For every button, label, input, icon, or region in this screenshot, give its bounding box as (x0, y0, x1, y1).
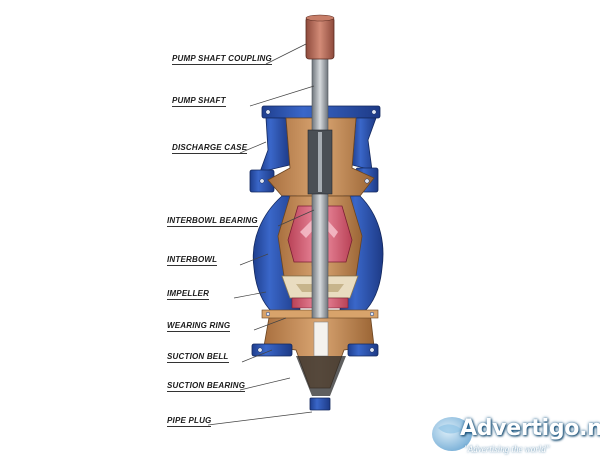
label-interbowl-bearing: INTERBOWL BEARING (167, 216, 258, 227)
coupling-top (305, 14, 335, 22)
flange-bolts (257, 109, 377, 353)
watermark-brand: Advertigo.net (460, 416, 600, 441)
watermark: Advertigo.net "Advertising the world" (430, 414, 600, 458)
label-suction-bell: SUCTION BELL (167, 352, 229, 363)
label-pump-shaft: PUMP SHAFT (172, 96, 226, 107)
pump-shaft-coupling-part (305, 16, 335, 60)
label-pump-shaft-coupling: PUMP SHAFT COUPLING (172, 54, 272, 65)
shaft-sleeve-highlight (318, 132, 322, 192)
suction-cone (296, 356, 346, 396)
suction-flange-right (347, 343, 379, 357)
discharge-case (259, 117, 291, 173)
pump-assembly (249, 14, 384, 411)
pipe-plug-part (309, 397, 331, 411)
watermark-tagline: "Advertising the world" (464, 444, 550, 454)
label-wearing-ring: WEARING RING (167, 321, 231, 332)
suction-bearing-part (313, 321, 329, 357)
discharge-case-right (351, 117, 377, 171)
label-suction-bearing: SUCTION BEARING (167, 381, 246, 392)
leader-lines (207, 43, 315, 426)
label-discharge-case: DISCHARGE CASE (172, 143, 248, 154)
label-pipe-plug: PIPE PLUG (167, 416, 212, 427)
watermark-globe (432, 417, 472, 451)
label-interbowl: INTERBOWL (167, 255, 218, 266)
label-impeller: IMPELLER (167, 289, 210, 300)
